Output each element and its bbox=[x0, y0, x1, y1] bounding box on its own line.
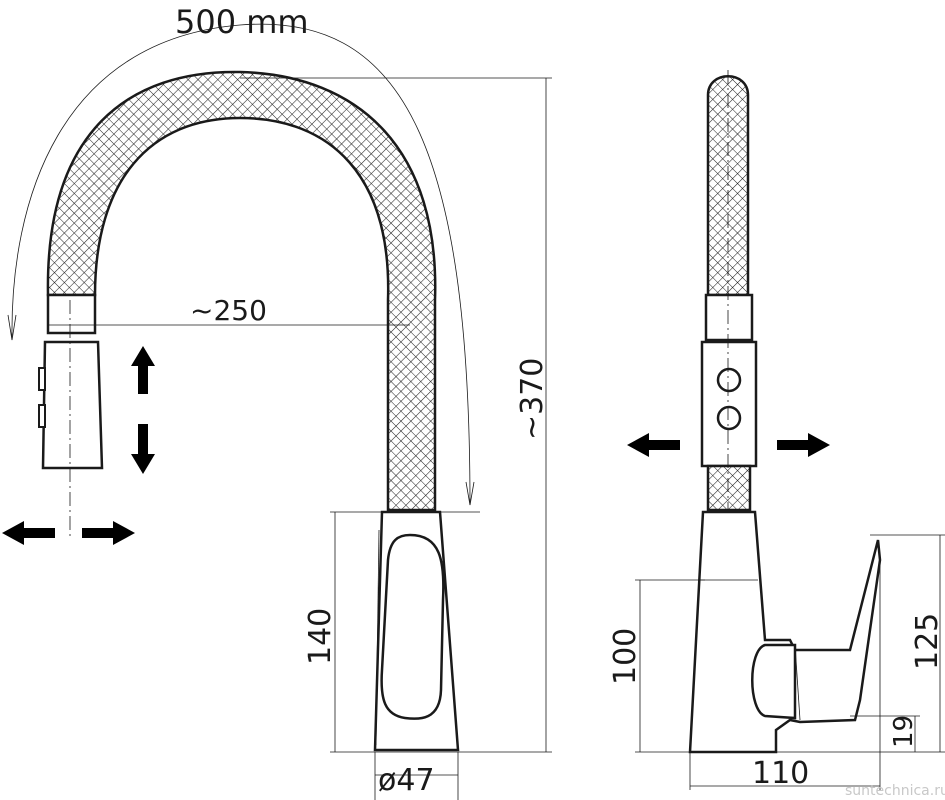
arc-arrow-right bbox=[465, 481, 475, 506]
body-lever-slot bbox=[380, 533, 445, 720]
pull-down-arrows bbox=[131, 346, 155, 474]
sprayer-button-bottom bbox=[38, 404, 46, 428]
front-view: ~250 500 mm ~370 140 ø47 bbox=[2, 3, 552, 800]
swivel-arrows-front bbox=[2, 521, 135, 545]
sprayer-collar bbox=[46, 293, 97, 335]
body-height-label: 140 bbox=[303, 608, 338, 665]
arc-length-label: 500 mm bbox=[175, 3, 309, 41]
height-label: ~370 bbox=[515, 358, 550, 440]
side-button-top bbox=[716, 367, 742, 393]
mesh-hose bbox=[46, 70, 437, 512]
side-collar bbox=[704, 293, 754, 342]
lever-height-label: 125 bbox=[910, 613, 945, 670]
side-depth-label: 110 bbox=[752, 756, 809, 791]
base-diameter-label: ø47 bbox=[378, 763, 435, 798]
side-height-label: 100 bbox=[608, 628, 643, 685]
side-hose-lower bbox=[706, 464, 752, 512]
side-button-bottom bbox=[716, 405, 742, 431]
watermark: suntechnica.ru bbox=[845, 783, 945, 799]
side-sprayer-head bbox=[700, 340, 758, 468]
side-lever-cap bbox=[751, 643, 797, 720]
swivel-arrows-side bbox=[627, 433, 830, 457]
side-view: 100 125 19 110 bbox=[608, 70, 945, 791]
sprayer-head bbox=[41, 340, 104, 470]
side-body bbox=[688, 510, 882, 754]
arc-arrow-left bbox=[7, 314, 17, 341]
reach-label: ~250 bbox=[190, 294, 267, 327]
lever-offset-label: 19 bbox=[889, 715, 919, 748]
arc-length-dimension-line bbox=[11, 23, 471, 506]
sprayer-button-top bbox=[38, 367, 46, 391]
